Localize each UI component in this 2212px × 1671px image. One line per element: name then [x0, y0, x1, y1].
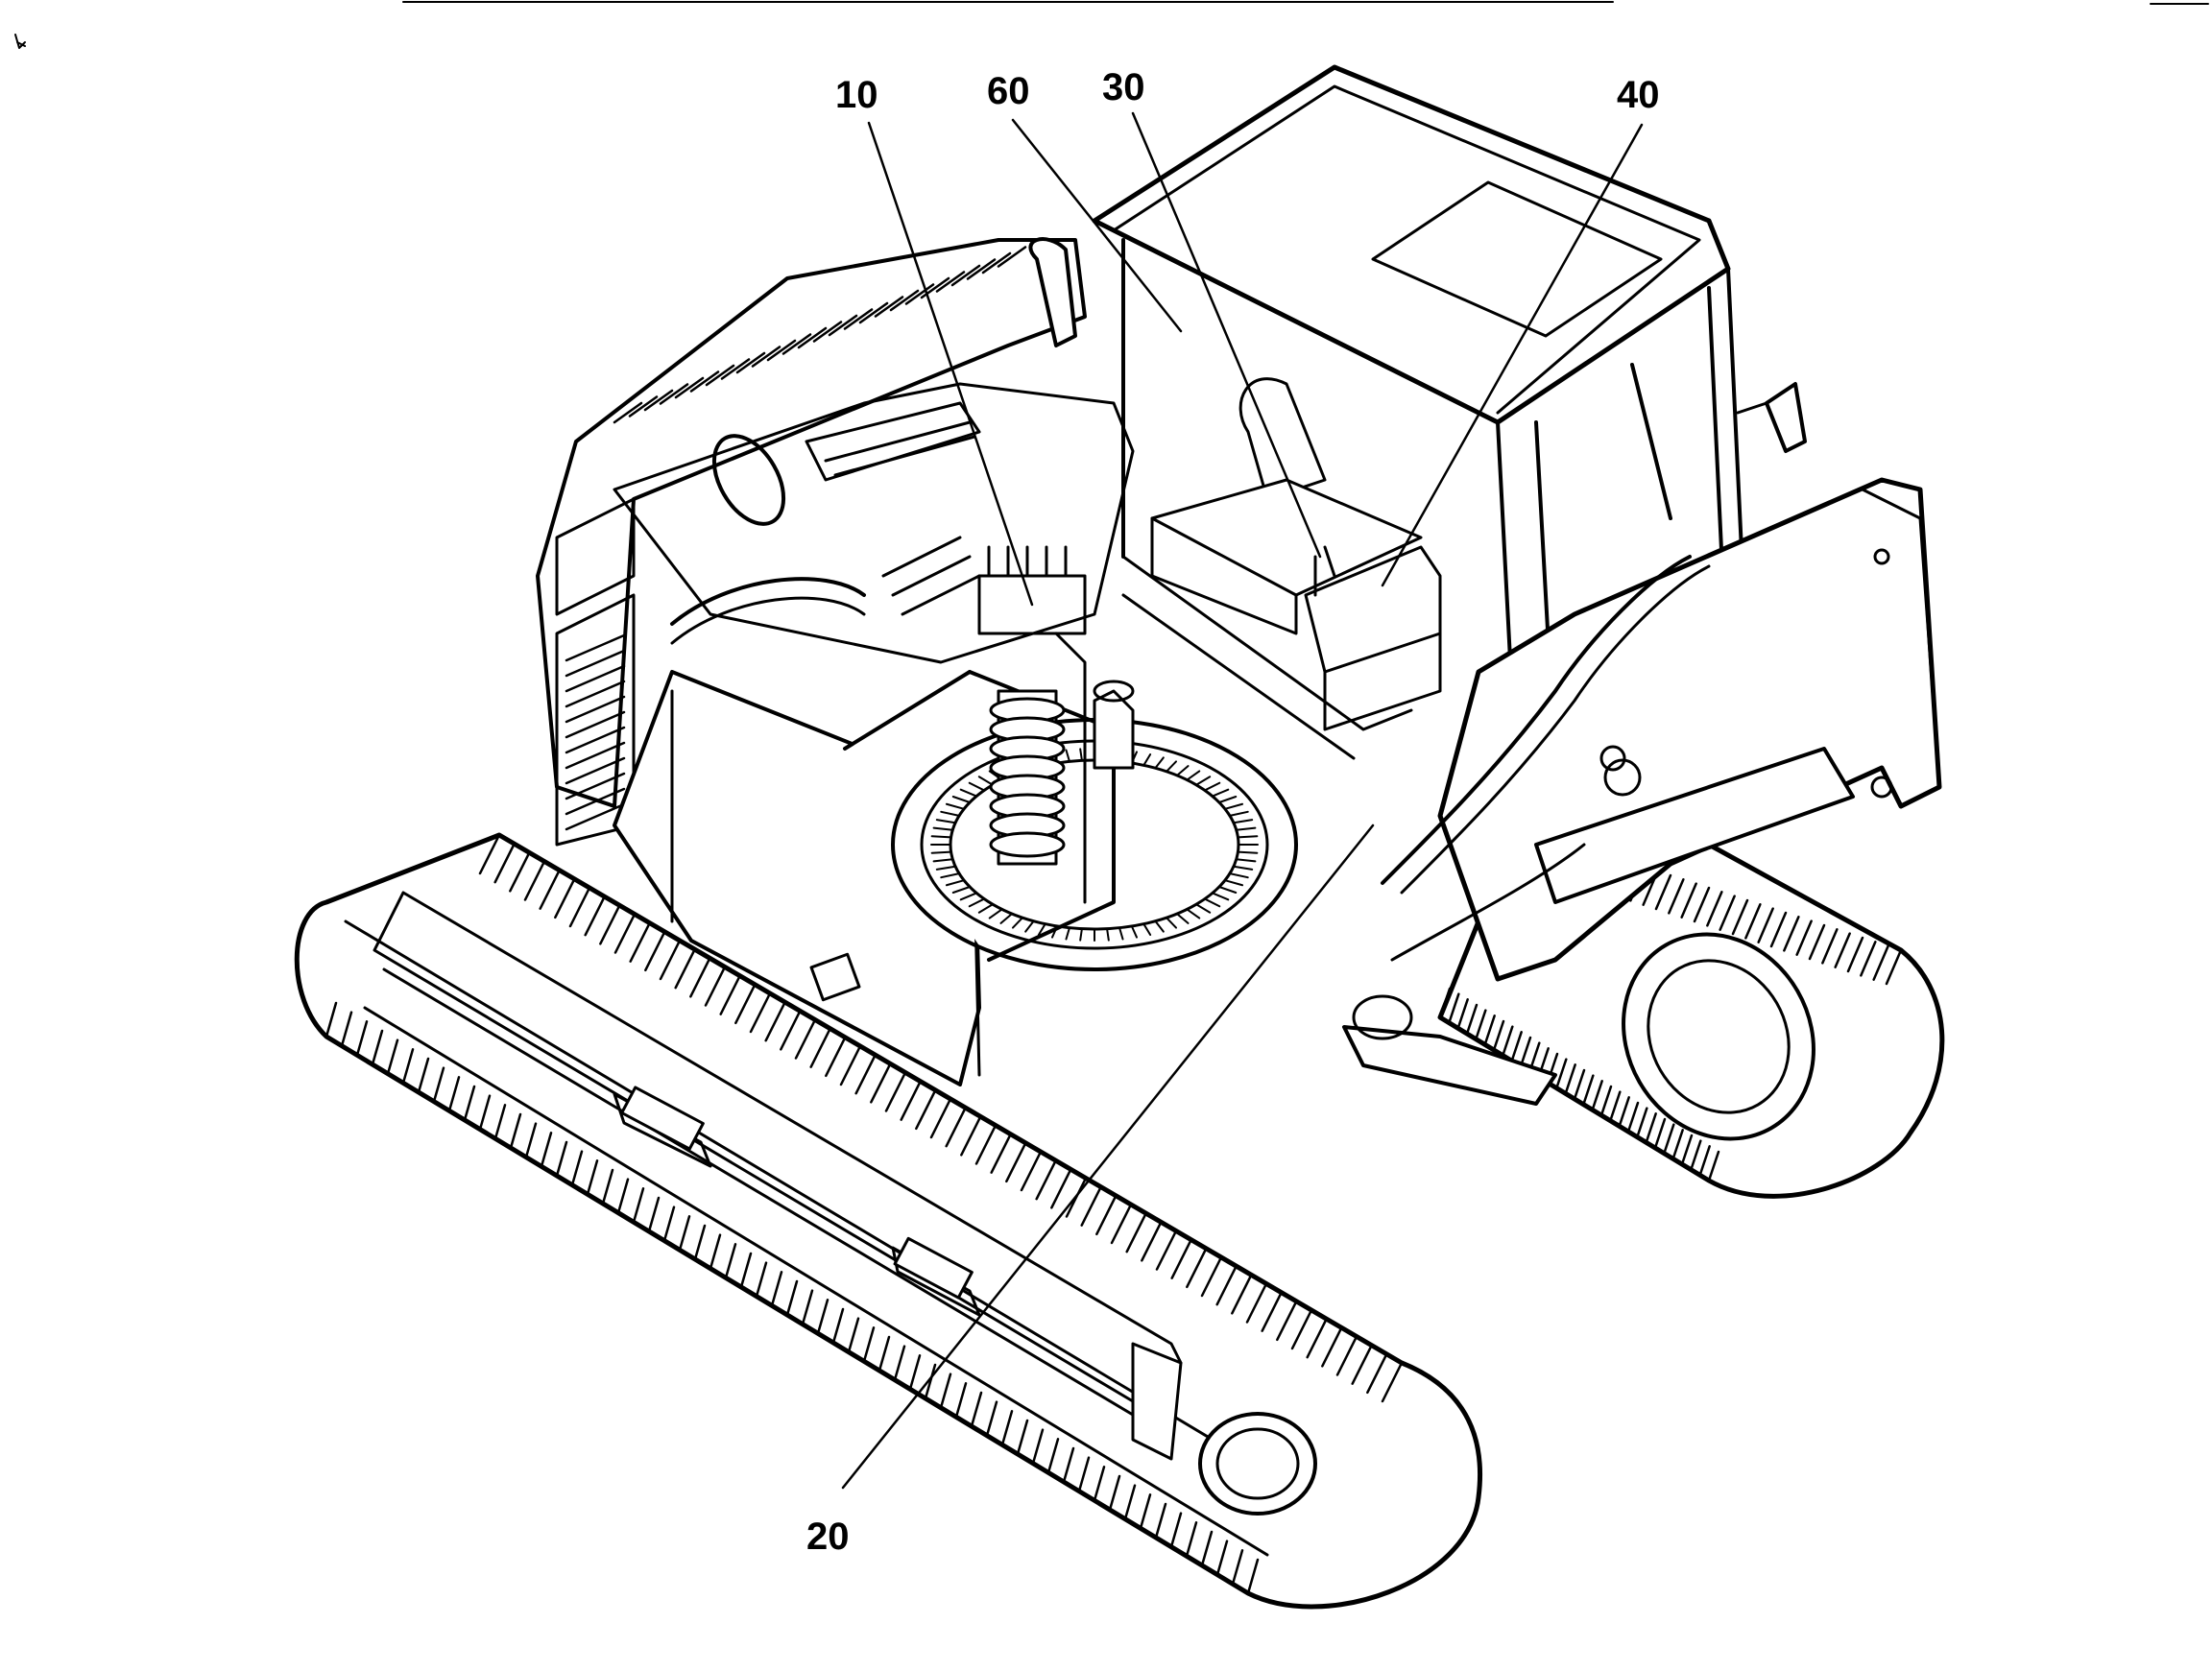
left-crawler-track — [294, 832, 1482, 1610]
engine-compartment — [613, 237, 1135, 664]
frame-rail — [1121, 555, 1413, 760]
leader-line-30 — [1131, 111, 1322, 559]
boom-arm — [1342, 477, 1942, 1106]
callout-10: 10 — [835, 74, 878, 116]
callout-60: 60 — [987, 70, 1030, 112]
callout-20: 20 — [806, 1516, 850, 1558]
swing-ring — [891, 680, 1298, 971]
callout-40: 40 — [1617, 74, 1660, 116]
leader-line-20 — [841, 824, 1375, 1490]
leader-line-10 — [867, 121, 1034, 607]
callout-30: 30 — [1102, 66, 1145, 108]
operator-cab — [1092, 64, 1807, 789]
engine-hood — [536, 238, 1087, 847]
operator-seat — [1150, 377, 1423, 635]
leader-line-40 — [1381, 123, 1644, 587]
corner-mark — [14, 34, 26, 49]
leader-line-60 — [1011, 118, 1183, 333]
leader-lines — [841, 111, 1644, 1490]
